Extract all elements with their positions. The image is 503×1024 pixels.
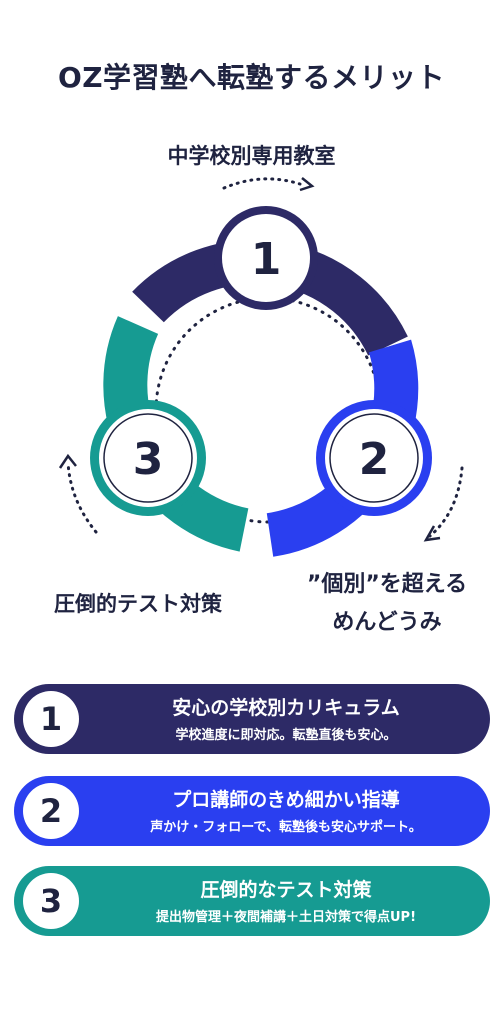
benefit-subtitle: 声かけ・フォローで、転塾後も安心サポート。 <box>150 820 422 835</box>
node-2: 2 <box>316 400 432 516</box>
node-3: 3 <box>90 400 206 516</box>
benefit-subtitle: 提出物管理＋夜間補講＋土日対策で得点UP! <box>155 910 416 925</box>
node-3-label: 圧倒的テスト対策 <box>54 592 222 616</box>
dotted-arrow-top <box>222 177 302 190</box>
page-title: OZ学習塾へ転塾するメリット <box>57 61 446 94</box>
benefit-title: プロ講師のきめ細かい指導 <box>172 789 400 811</box>
benefit-card-1: 1 安心の学校別カリキュラム 学校進度に即対応。転塾直後も安心。 <box>14 684 490 754</box>
node-2-label: ”個別”を超える めんどうみ <box>272 566 502 642</box>
dotted-arrow-right <box>428 466 464 538</box>
arrowhead-top <box>299 177 315 192</box>
node-1: 1 <box>214 206 318 310</box>
benefit-number: 1 <box>23 691 79 747</box>
arrowhead-left <box>58 453 77 469</box>
benefit-card-3: 3 圧倒的なテスト対策 提出物管理＋夜間補講＋土日対策で得点UP! <box>14 866 490 936</box>
node-2-label-line-2: めんどうみ <box>332 610 442 635</box>
benefit-number: 3 <box>23 873 79 929</box>
node-3-number: 3 <box>133 434 164 485</box>
benefit-card-2: 2 プロ講師のきめ細かい指導 声かけ・フォローで、転塾後も安心サポート。 <box>14 776 490 846</box>
node-1-label: 中学校別専用教室 <box>167 144 336 168</box>
arrowhead-right <box>423 525 441 542</box>
cycle-diagram: 1 2 3 <box>58 177 464 557</box>
benefit-title: 圧倒的なテスト対策 <box>200 879 372 901</box>
benefit-title: 安心の学校別カリキュラム <box>172 697 400 719</box>
benefit-number: 2 <box>23 783 79 839</box>
node-2-label-line-1: ”個別”を超える <box>306 572 468 597</box>
benefit-subtitle: 学校進度に即対応。転塾直後も安心。 <box>175 728 397 743</box>
node-1-number: 1 <box>251 234 282 285</box>
node-2-number: 2 <box>359 434 390 485</box>
dotted-arrow-left <box>66 460 98 534</box>
